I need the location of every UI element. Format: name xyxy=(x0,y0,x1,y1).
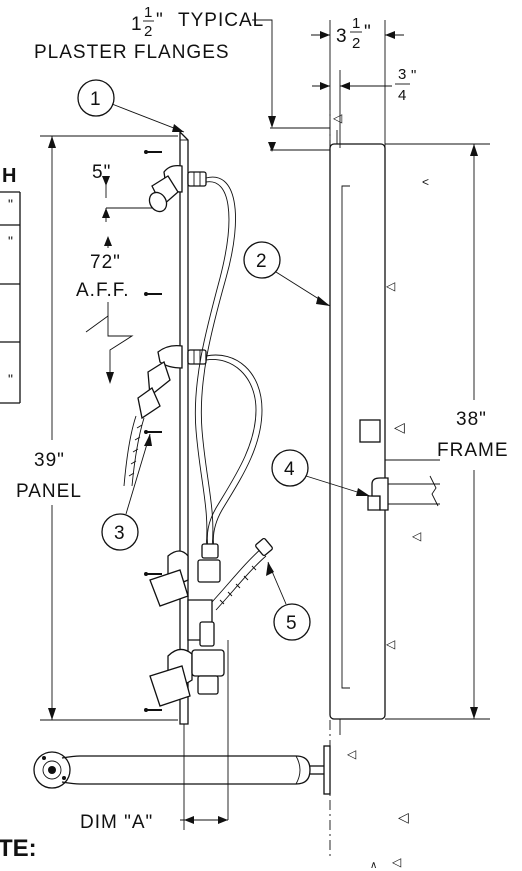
head-height-dims: 5" 72" A.F.F. xyxy=(76,162,160,384)
flange-label-line2: PLASTER FLANGES xyxy=(34,42,230,63)
offset-dim-num: 3 xyxy=(398,66,406,83)
depth-dim-whole: 3 xyxy=(336,26,348,47)
callout-2: 2 xyxy=(243,241,331,307)
depth-dim-den: 2 xyxy=(352,35,360,52)
supply-elbow xyxy=(367,475,440,511)
supply-hoses xyxy=(194,176,263,549)
depth-dim-num: 1 xyxy=(352,15,360,32)
svg-text:◁: ◁ xyxy=(398,809,409,825)
panel-dim-label: PANEL xyxy=(16,481,82,502)
svg-text:∧: ∧ xyxy=(370,860,377,871)
callout-1: 1 xyxy=(77,79,185,133)
hand-shower-head xyxy=(123,344,207,487)
flange-dim-unit: " xyxy=(156,10,164,31)
callout-5-number: 5 xyxy=(286,613,297,634)
valve-assembly xyxy=(149,537,273,820)
grab-bar xyxy=(33,745,331,795)
svg-text:◁: ◁ xyxy=(392,855,402,869)
callout-4-number: 4 xyxy=(284,459,295,480)
depth-dim-unit: " xyxy=(364,22,372,43)
offset-dim-unit: " xyxy=(411,67,416,84)
offset-dim-den: 4 xyxy=(398,87,406,104)
svg-text:◁: ◁ xyxy=(386,637,396,651)
svg-text:◁: ◁ xyxy=(347,747,357,761)
left-partial-table: H " " " xyxy=(0,165,21,404)
frame-dim-value: 38" xyxy=(456,409,487,430)
height-dim-value: 72" xyxy=(90,252,121,273)
panel-dimension: 39" PANEL xyxy=(16,135,178,721)
callout-3: 3 xyxy=(101,433,152,551)
frame-side-view xyxy=(329,130,440,735)
svg-text:◁: ◁ xyxy=(394,419,405,435)
table-row-2-tail: " xyxy=(8,233,13,249)
svg-text:<: < xyxy=(422,175,429,189)
callout-1-number: 1 xyxy=(90,89,101,110)
svg-text:◁: ◁ xyxy=(333,111,343,125)
frame-dimension: 38" FRAME xyxy=(385,143,509,720)
callout-4: 4 xyxy=(271,449,371,497)
callout-2-number: 2 xyxy=(256,251,267,272)
note-heading: TE: xyxy=(0,835,37,862)
callout-3-number: 3 xyxy=(114,523,125,544)
dim-a: DIM "A" xyxy=(80,724,228,833)
flange-dim-den: 2 xyxy=(144,23,152,40)
upper-shower-head xyxy=(148,164,207,213)
frame-dim-label: FRAME xyxy=(437,440,509,461)
panel-screws xyxy=(144,150,162,712)
flange-dimension: 1 1 2 " TYPICAL PLASTER FLANGES xyxy=(34,4,276,128)
svg-text:◁: ◁ xyxy=(386,279,396,293)
flange-dim-num: 1 xyxy=(144,4,152,21)
flange-dim-whole: 1 xyxy=(131,14,143,35)
height-dim-label: A.F.F. xyxy=(76,280,130,301)
depth-dimension: 3 1 2 " 3 4 " xyxy=(311,15,416,148)
table-row-1-tail: " xyxy=(8,196,13,212)
dim-a-label: DIM "A" xyxy=(80,812,153,833)
panel-edge xyxy=(179,130,189,725)
callout-5: 5 xyxy=(266,561,311,641)
table-heading: H xyxy=(2,165,16,187)
flange-label-line1: TYPICAL xyxy=(178,10,264,31)
table-row-3-tail: " xyxy=(8,371,13,387)
panel-dim-value: 39" xyxy=(34,450,65,471)
svg-text:◁: ◁ xyxy=(412,529,422,543)
